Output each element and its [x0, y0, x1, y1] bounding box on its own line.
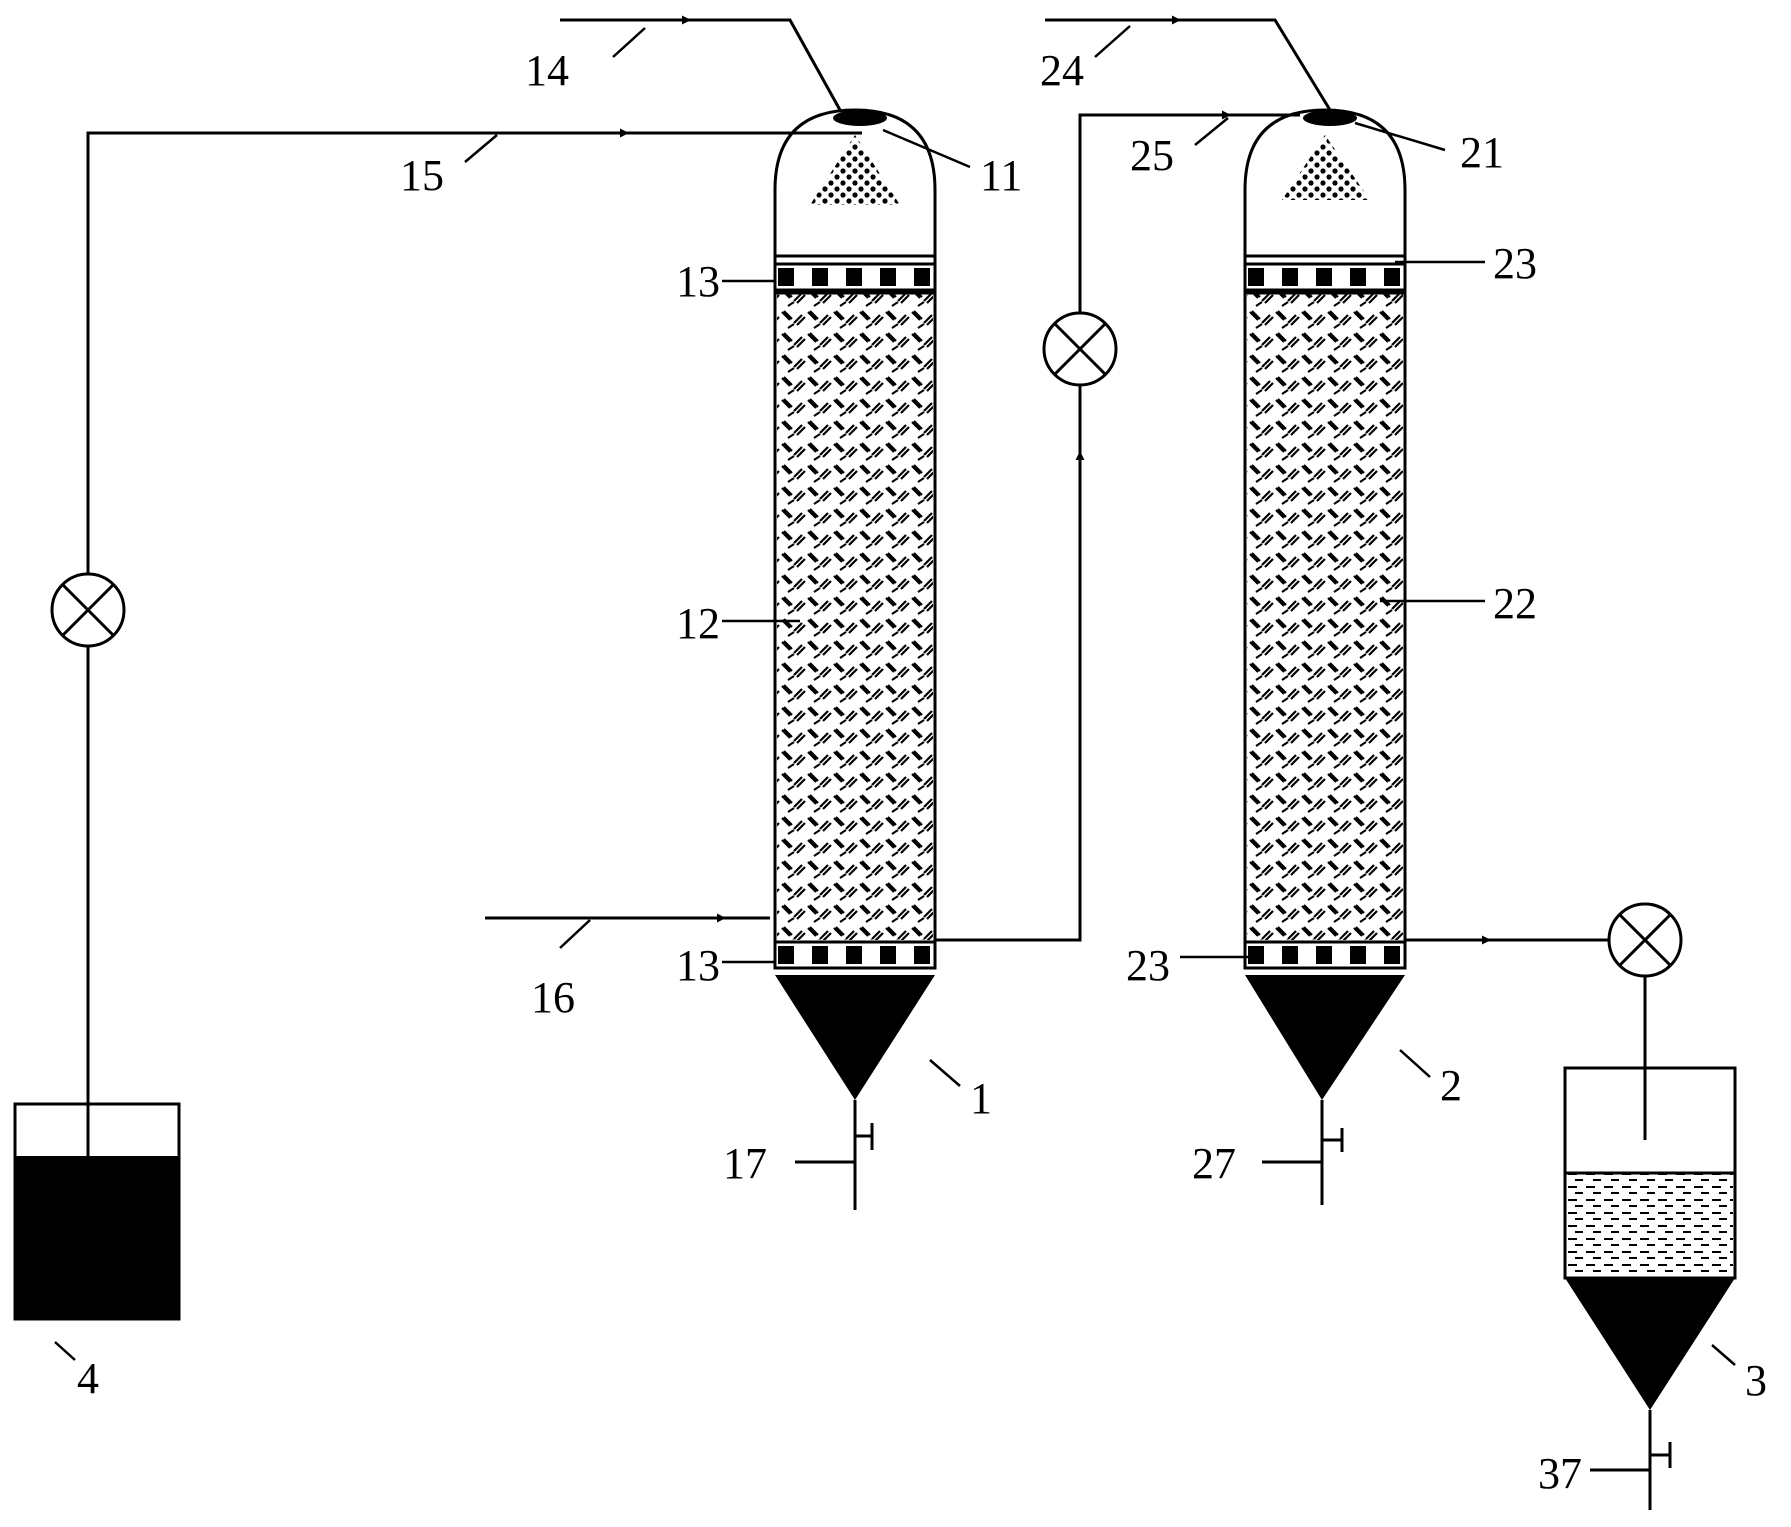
column-1-shell: [773, 108, 937, 965]
label-15: 15: [400, 151, 444, 200]
column-2: 27 23 22 21 23 2: [1126, 108, 1537, 1205]
label-14: 14: [525, 46, 569, 95]
label-3: 3: [1745, 1356, 1767, 1405]
label-13-bottom: 13: [676, 941, 720, 990]
nozzle-21: [1303, 110, 1357, 126]
spray-cone-2: [1282, 135, 1370, 200]
leader-14: [612, 27, 646, 58]
label-13-top: 13: [676, 257, 720, 306]
packing-12: [777, 293, 933, 940]
label-4: 4: [77, 1354, 99, 1403]
pump-x-circle-icon: [1042, 311, 1118, 387]
plate-holes-bottom: [778, 946, 930, 964]
support-plate-13-bottom: [773, 940, 937, 970]
leader-2: [1399, 1049, 1431, 1078]
label-11: 11: [980, 151, 1022, 200]
pipe-14: [560, 18, 842, 111]
leader-16: [559, 919, 591, 949]
tank-3-liquid: [1567, 1173, 1733, 1276]
leader-3: [1711, 1344, 1736, 1366]
pipe-24: [1045, 18, 1332, 111]
pipe-pump-to-column1: [86, 131, 862, 580]
packing-22: [1247, 293, 1403, 940]
plate-holes-bottom-2: [1248, 946, 1400, 964]
spray-cone-1: [810, 135, 900, 205]
tank-3-cone: [1565, 1278, 1735, 1410]
transfer-line-25: 25: [935, 110, 1300, 942]
label-27: 27: [1192, 1139, 1236, 1188]
outlet-line-2: [1405, 902, 1683, 1140]
feed-line-15: 15: [50, 128, 862, 1160]
label-37: 37: [1538, 1449, 1582, 1498]
label-1: 1: [970, 1074, 992, 1123]
leader-15: [464, 134, 498, 163]
pump-x-circle-icon: [1607, 902, 1683, 978]
column-2-cone: [1245, 975, 1405, 1100]
leader-21: [1354, 121, 1446, 152]
nozzle-11: [833, 110, 887, 126]
label-23-bottom: 23: [1126, 941, 1170, 990]
leader-24: [1094, 25, 1131, 58]
settling-tank-3: 37 3: [1538, 1066, 1767, 1510]
label-25: 25: [1130, 131, 1174, 180]
pipe-column1-to-pump: [935, 385, 1082, 942]
support-plate-13-top: [773, 262, 937, 292]
feed-line-14: 14: [525, 15, 842, 111]
leader-1: [929, 1059, 961, 1087]
column-1: 17 13 13 12 11 1: [676, 108, 1022, 1210]
storage-tank-4: 4: [13, 1102, 181, 1403]
label-12: 12: [676, 599, 720, 648]
label-17: 17: [723, 1139, 767, 1188]
leader-4: [54, 1341, 76, 1361]
plate-holes-top: [778, 268, 930, 286]
label-21: 21: [1460, 128, 1504, 177]
label-16: 16: [531, 973, 575, 1022]
pipe-pump-to-column2: [1078, 113, 1300, 313]
label-2: 2: [1440, 1061, 1462, 1110]
gas-inlet-16: 16: [485, 913, 770, 1022]
column-1-cone: [775, 975, 935, 1100]
label-23-top: 23: [1493, 239, 1537, 288]
tank-4-liquid: [15, 1156, 179, 1319]
label-22: 22: [1493, 579, 1537, 628]
feed-line-24: 24: [1040, 15, 1332, 111]
pump-x-circle-icon: [50, 572, 126, 648]
column-2-shell: [1243, 108, 1407, 965]
support-plate-23-top: [1243, 262, 1407, 292]
plate-holes-top-2: [1248, 268, 1400, 286]
label-24: 24: [1040, 46, 1084, 95]
support-plate-23-bottom: [1243, 940, 1407, 970]
leader-11: [882, 128, 971, 169]
leader-25: [1194, 117, 1229, 146]
